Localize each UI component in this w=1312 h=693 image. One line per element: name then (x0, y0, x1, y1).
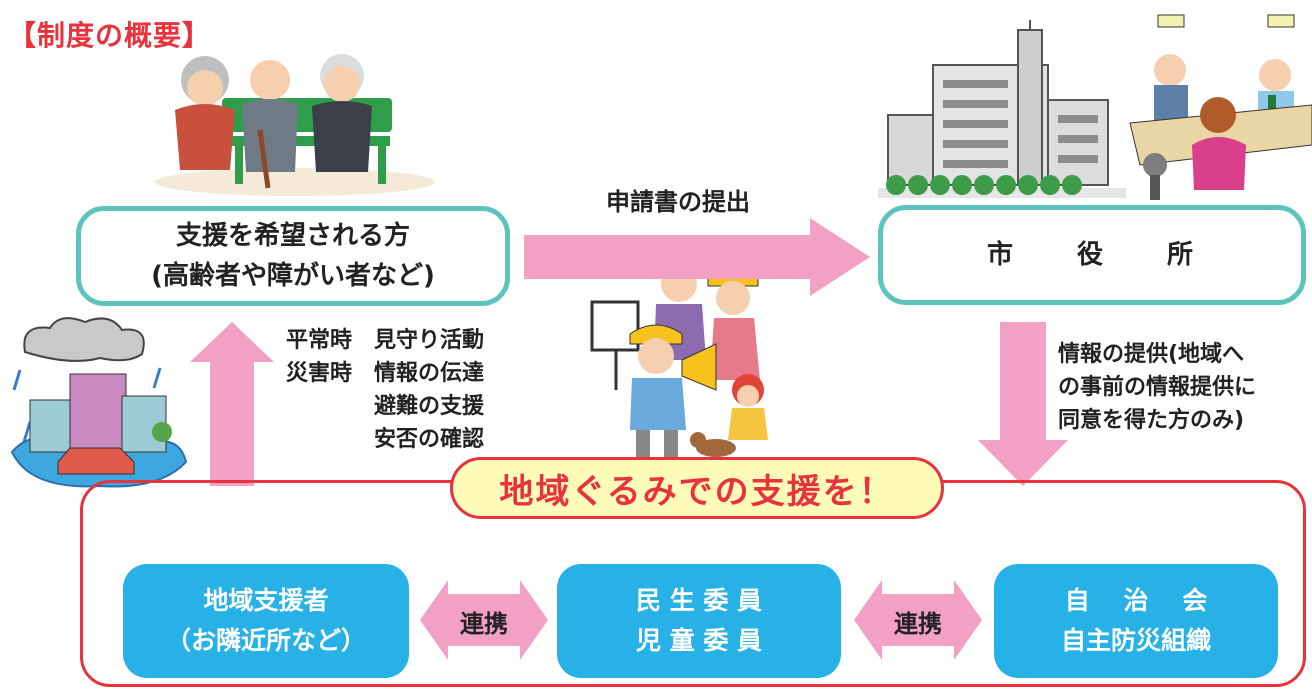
flood-disaster-illustration (10, 317, 188, 488)
applicant-box: 支援を希望される方 (高齢者や障がい者など) (76, 206, 510, 306)
info-provision-text: 情報の提供(地域へ の事前の情報提供に 同意を得た方のみ) (1058, 338, 1256, 437)
commissioners-line1: 民 生 委 員 (635, 586, 763, 615)
info-provision-line2: の事前の情報提供に (1058, 375, 1257, 400)
elderly-people-illustration (155, 54, 435, 196)
activities-text: 平常時 見守り活動 災害時 情報の伝達 避難の支援 安否の確認 (286, 324, 484, 456)
link-label-left: 連携 (460, 610, 508, 638)
page-title: 【制度の概要】 (8, 19, 212, 52)
city-hall-label: 市 役 所 (986, 240, 1197, 270)
neighbors-line1: 地域支援者 (203, 586, 329, 615)
community-box-residents-association: 自 治 会 自主防災組織 (994, 564, 1278, 678)
city-hall-box: 市 役 所 (878, 205, 1306, 305)
info-provision-line3: 同意を得た方のみ) (1058, 408, 1245, 433)
association-line1: 自 治 会 (1064, 586, 1208, 615)
reception-counter-illustration (1129, 14, 1312, 200)
activity-safety-check: 安否の確認 (286, 427, 485, 452)
link-arrow-right (854, 580, 982, 660)
support-up-arrow (190, 322, 274, 486)
community-box-neighbors: 地域支援者 （お隣近所など） (123, 564, 409, 678)
info-down-arrow (978, 322, 1068, 486)
activity-normal-times: 平常時 見守り活動 (286, 328, 485, 353)
activity-disaster-times: 災害時 情報の伝達 (286, 361, 485, 386)
submit-arrow (524, 218, 870, 296)
slogan-banner: 地域ぐるみでの支援を！ (450, 457, 944, 519)
info-provision-line1: 情報の提供(地域へ (1058, 342, 1245, 367)
community-box-welfare-commissioners: 民 生 委 員 児 童 委 員 (557, 564, 841, 678)
submit-arrow-label: 申請書の提出 (606, 188, 750, 216)
activity-evacuation: 避難の支援 (286, 394, 485, 419)
commissioners-line2: 児 童 委 員 (635, 626, 763, 655)
applicant-label-line1: 支援を希望される方 (175, 221, 410, 251)
link-label-right: 連携 (894, 610, 942, 638)
neighbors-line2: （お隣近所など） (165, 626, 366, 655)
association-line2: 自主防災組織 (1060, 626, 1211, 655)
city-hall-illustration (878, 20, 1126, 198)
link-arrow-left (420, 580, 548, 660)
applicant-label-line2: (高齢者や障がい者など) (151, 261, 435, 291)
